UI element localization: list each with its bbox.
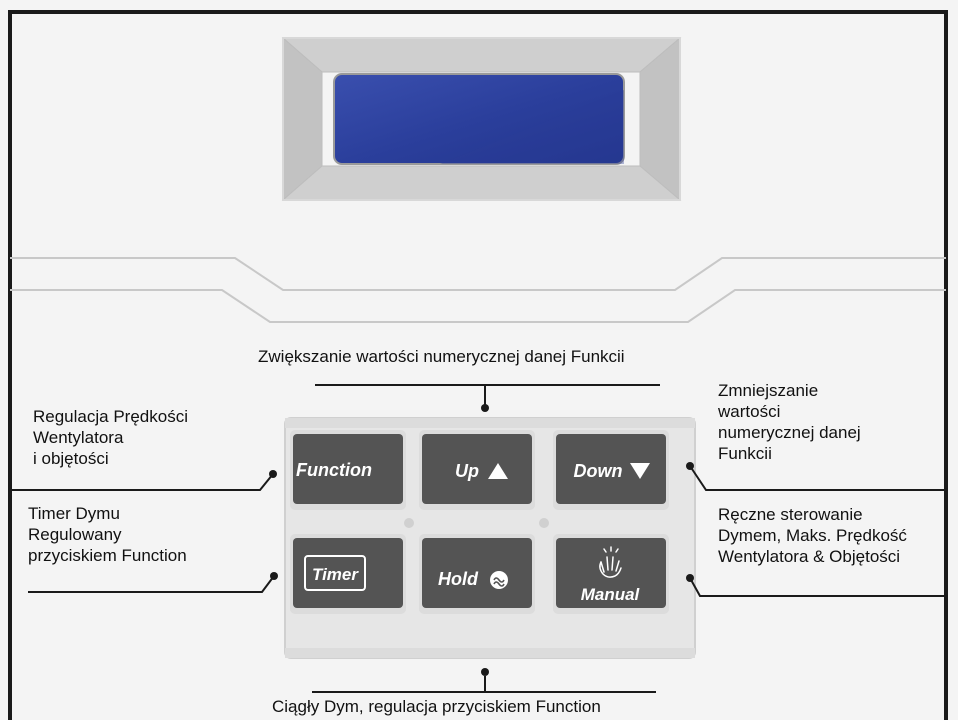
lcd-screen — [333, 73, 625, 165]
up-key[interactable]: Up — [419, 430, 535, 510]
decorative-stripe — [10, 257, 946, 323]
down-key[interactable]: Down — [553, 430, 669, 510]
annotation-hold: Ciągły Dym, regulacja przyciskiem Functi… — [272, 697, 601, 716]
hold-key[interactable]: Hold — [419, 534, 535, 614]
lcd-display — [281, 36, 682, 202]
triangle-up-icon — [488, 463, 508, 479]
hold-key-label: Hold — [438, 569, 479, 589]
timer-key[interactable]: Timer — [290, 534, 406, 614]
hand-icon — [599, 546, 622, 578]
manual-key-label: Manual — [581, 585, 641, 604]
callout-dots — [269, 404, 694, 676]
manual-key[interactable]: Manual — [553, 534, 669, 614]
function-key-label: Function — [296, 460, 372, 480]
callout-lines — [10, 384, 946, 693]
down-key-label: Down — [574, 461, 623, 481]
panel-frame — [8, 10, 948, 720]
annotation-up: Zwiększanie wartości numerycznej danej F… — [258, 347, 625, 366]
timer-key-label: Timer — [312, 565, 359, 584]
up-key-label: Up — [455, 461, 479, 481]
annotation-manual: Ręczne sterowanie Dymem, Maks. Prędkość … — [718, 505, 907, 566]
annotation-down: Zmniejszanie wartości numerycznej danej … — [718, 381, 861, 463]
triangle-down-icon — [630, 463, 650, 479]
smoke-icon — [490, 571, 508, 589]
timer-key-box-icon — [304, 555, 366, 591]
annotation-function: Regulacja Prędkości Wentylatora i objęto… — [33, 407, 188, 468]
annotation-timer: Timer Dymu Regulowany przyciskiem Functi… — [28, 504, 187, 565]
function-key[interactable]: Function — [290, 430, 406, 510]
